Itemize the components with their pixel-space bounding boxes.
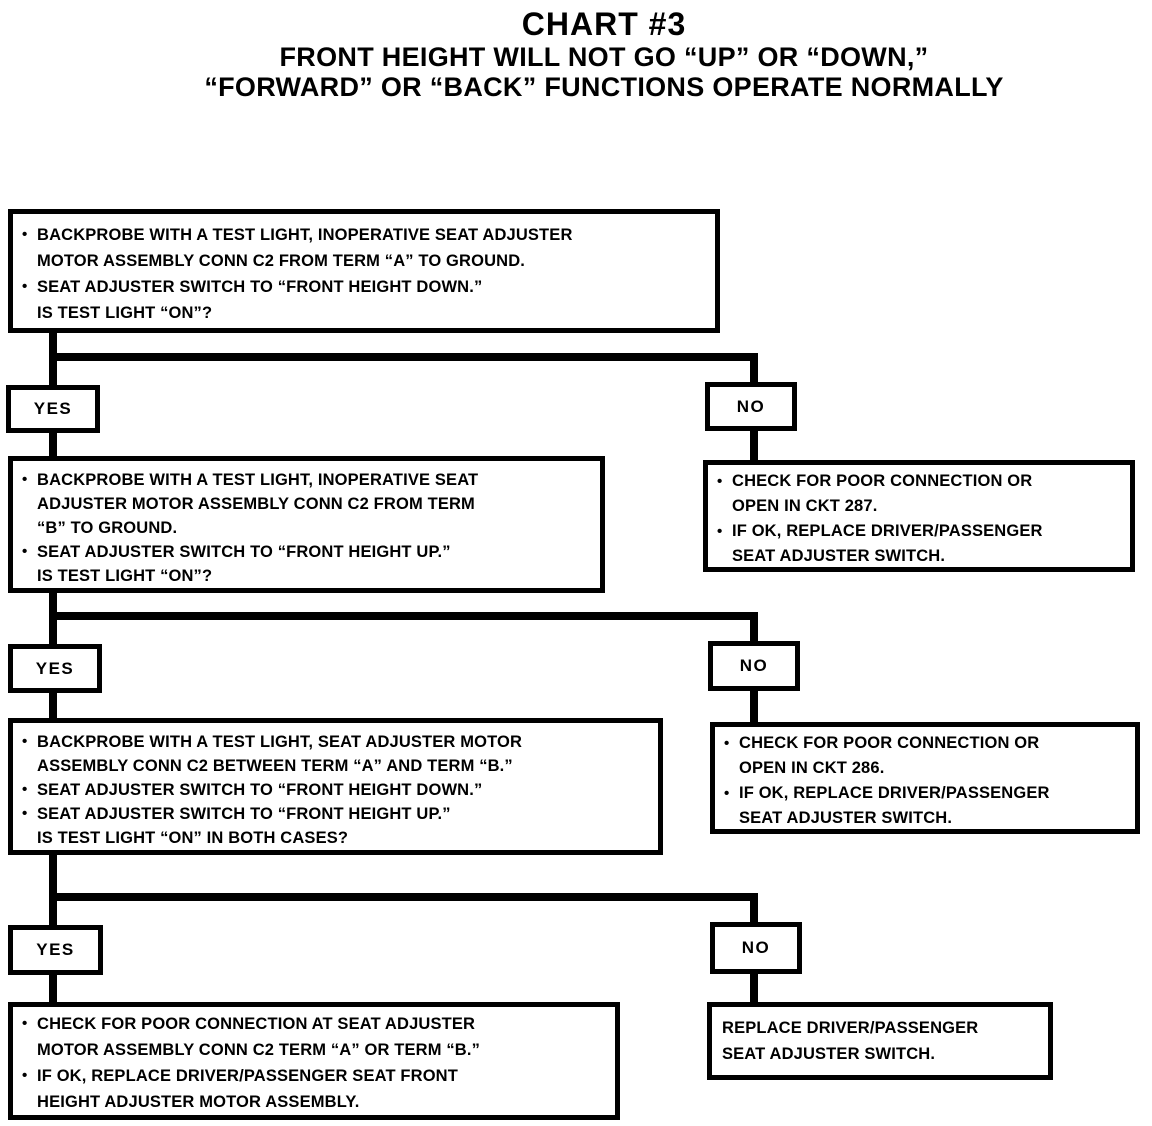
flow-box-step2: BACKPROBE WITH A TEST LIGHT, INOPERATIVE… (8, 456, 605, 593)
result-box-yes3: CHECK FOR POOR CONNECTION AT SEAT ADJUST… (8, 1002, 620, 1120)
flow-line: CHECK FOR POOR CONNECTION OR (708, 469, 1130, 494)
flow-line: IS TEST LIGHT “ON”? (37, 567, 213, 585)
flow-line: SEAT ADJUSTER SWITCH. (732, 547, 946, 565)
result-box-no1: CHECK FOR POOR CONNECTION OR OPEN IN CKT… (703, 460, 1135, 572)
flow-line: SEAT ADJUSTER SWITCH TO “FRONT HEIGHT UP… (13, 540, 600, 564)
flow-line: BACKPROBE WITH A TEST LIGHT, INOPERATIVE… (13, 222, 715, 248)
connector-v-no2-result2 (750, 691, 758, 722)
flow-line: “B” TO GROUND. (37, 519, 178, 537)
connector-v-step3-yes3 (49, 855, 57, 925)
connector-v-bar1-no1 (750, 353, 758, 382)
flow-line: MOTOR ASSEMBLY CONN C2 TERM “A” OR TERM … (37, 1041, 480, 1059)
flow-box-step1: BACKPROBE WITH A TEST LIGHT, INOPERATIVE… (8, 209, 720, 333)
result-box-no2: CHECK FOR POOR CONNECTION OR OPEN IN CKT… (710, 722, 1140, 834)
no-box-2: NO (708, 641, 800, 691)
connector-v-bar2-no2 (750, 612, 758, 641)
flow-line: SEAT ADJUSTER SWITCH. (739, 809, 953, 827)
yes-box-1: YES (6, 385, 100, 433)
flow-box-step3: BACKPROBE WITH A TEST LIGHT, SEAT ADJUST… (8, 718, 663, 855)
connector-bar-2 (49, 612, 758, 620)
flow-line: BACKPROBE WITH A TEST LIGHT, INOPERATIVE… (13, 468, 600, 492)
flow-line: IF OK, REPLACE DRIVER/PASSENGER SEAT FRO… (13, 1063, 615, 1089)
yes-box-3: YES (8, 925, 103, 975)
flow-line: SEAT ADJUSTER SWITCH TO “FRONT HEIGHT UP… (13, 802, 658, 826)
flow-line: IS TEST LIGHT “ON” IN BOTH CASES? (37, 829, 349, 847)
connector-v-bar3-no3 (750, 893, 758, 922)
flow-line: SEAT ADJUSTER SWITCH TO “FRONT HEIGHT DO… (13, 778, 658, 802)
connector-v-yes2-step3 (49, 693, 57, 718)
flow-line: IF OK, REPLACE DRIVER/PASSENGER (715, 781, 1135, 806)
flow-line: SEAT ADJUSTER SWITCH. (722, 1045, 936, 1063)
flow-line: OPEN IN CKT 287. (732, 497, 878, 515)
no-box-1: NO (705, 382, 797, 431)
flow-line: REPLACE DRIVER/PASSENGER (722, 1019, 979, 1037)
flow-line: BACKPROBE WITH A TEST LIGHT, SEAT ADJUST… (13, 730, 658, 754)
chart-title-line3: “FORWARD” OR “BACK” FUNCTIONS OPERATE NO… (204, 72, 1004, 102)
flow-line: OPEN IN CKT 286. (739, 759, 885, 777)
flow-line: ASSEMBLY CONN C2 BETWEEN TERM “A” AND TE… (37, 757, 513, 775)
flow-line: ADJUSTER MOTOR ASSEMBLY CONN C2 FROM TER… (37, 495, 475, 513)
chart-title-line2: FRONT HEIGHT WILL NOT GO “UP” OR “DOWN,” (279, 42, 929, 72)
flow-line: CHECK FOR POOR CONNECTION OR (715, 731, 1135, 756)
chart-title-line1: CHART #3 (521, 6, 687, 42)
result-box-no3: REPLACE DRIVER/PASSENGER SEAT ADJUSTER S… (707, 1002, 1053, 1080)
connector-bar-3 (49, 893, 758, 901)
connector-v-yes3-result3 (49, 975, 57, 1002)
connector-v-no1-result1 (750, 431, 758, 460)
flow-line: IS TEST LIGHT “ON”? (37, 304, 213, 322)
yes-box-2: YES (8, 644, 102, 693)
connector-v-no3-result4 (750, 974, 758, 1002)
chart-title: CHART #3 FRONT HEIGHT WILL NOT GO “UP” O… (56, 6, 1152, 102)
connector-bar-1 (49, 353, 758, 361)
flow-line: MOTOR ASSEMBLY CONN C2 FROM TERM “A” TO … (37, 252, 526, 270)
no-box-3: NO (710, 922, 802, 974)
flow-line: CHECK FOR POOR CONNECTION AT SEAT ADJUST… (13, 1011, 615, 1037)
flow-line: SEAT ADJUSTER SWITCH TO “FRONT HEIGHT DO… (13, 274, 715, 300)
flow-line: HEIGHT ADJUSTER MOTOR ASSEMBLY. (37, 1093, 360, 1111)
connector-v-yes1-step2 (49, 433, 57, 457)
flow-line: IF OK, REPLACE DRIVER/PASSENGER (708, 519, 1130, 544)
